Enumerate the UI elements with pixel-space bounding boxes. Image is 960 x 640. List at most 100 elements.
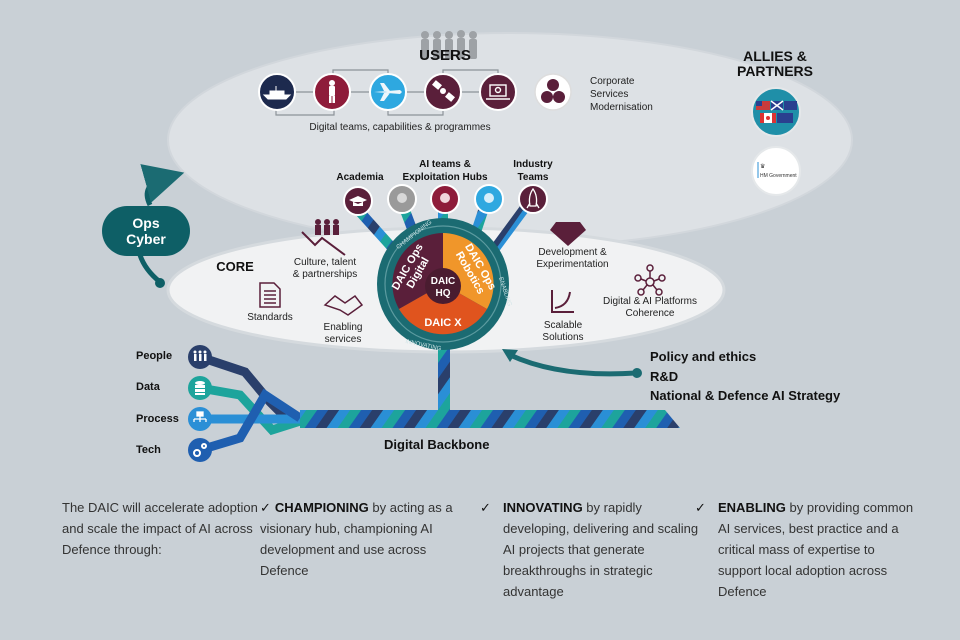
platforms-line-1: Digital & AI Platforms (603, 296, 697, 307)
backbone-label: Digital Backbone (384, 437, 490, 452)
policy-arrowhead-icon (502, 349, 518, 362)
spoke-label-academia: Academia (336, 172, 384, 183)
corporate-line-2: Services (590, 89, 629, 100)
spoke-label-industry: Industry Teams (503, 158, 563, 184)
document-icon (259, 282, 281, 308)
check-icon: ✓ (260, 500, 271, 515)
hub-label-daic-x: DAIC X (424, 317, 462, 329)
users-caption: Digital teams, capabilities & programmes (309, 122, 491, 133)
spoke-ai-team-grey[interactable] (387, 184, 417, 214)
user-icon-space[interactable] (424, 73, 462, 111)
network-hub-icon (634, 264, 666, 296)
graduation-cap-icon (349, 196, 367, 206)
brain-icon (484, 193, 494, 203)
core-title: CORE (216, 259, 254, 274)
policy-list: Policy and ethics R&D National & Defence… (650, 347, 840, 406)
brain-icon (440, 193, 450, 203)
scalable-line-2: Solutions (542, 332, 584, 343)
policy-arrow (508, 352, 637, 377)
hub-trunk (438, 345, 450, 415)
allies-title: ALLIES & PARTNERS (725, 49, 825, 79)
input-label-process: Process (136, 413, 179, 425)
air-jet-icon (374, 83, 402, 101)
hub-segment-daic-x (399, 284, 487, 335)
core-item-enabling-services: Enabling services (313, 322, 373, 346)
ops-cyber-arrow-up (140, 164, 185, 207)
check-icon: ✓ (480, 500, 491, 515)
rocket-icon (526, 187, 540, 209)
people-icon-group (315, 219, 339, 235)
spoke-ai-team-blue[interactable] (474, 184, 504, 214)
ops-cyber-element[interactable] (102, 164, 190, 288)
hub-center-line-1: DAIC (430, 276, 456, 287)
user-icon-navy[interactable] (258, 73, 296, 111)
enabling-line-1: Enabling (323, 322, 363, 333)
allies-flags-badge[interactable] (751, 87, 801, 137)
gem-icon (550, 222, 586, 246)
daic-diagram: HM Government ♛ (102, 30, 853, 462)
development-line-1: Development & (538, 247, 607, 258)
ai-teams-line-1: AI teams & (419, 159, 471, 170)
input-flows (198, 352, 320, 455)
allied-flags-icon (756, 100, 797, 123)
pillar-text: by rapidly developing, delivering and sc… (503, 500, 699, 599)
navy-ship-icon (262, 86, 292, 100)
input-label-data: Data (136, 381, 160, 393)
corporate-services-label: Corporate Services Modernisation (590, 75, 680, 114)
platforms-line-2: Coherence (625, 308, 675, 319)
input-data[interactable] (188, 376, 212, 400)
users-title: USERS (419, 47, 471, 64)
culture-line-1: Culture, talent (293, 257, 357, 268)
check-icon: ✓ (695, 500, 706, 515)
user-icon-army[interactable] (313, 73, 351, 111)
user-icon-corporate[interactable] (534, 73, 572, 111)
input-people[interactable] (188, 345, 212, 369)
ops-cyber-arrow-down (137, 254, 162, 284)
pillar-keyword: INNOVATING (503, 500, 583, 515)
pillar-text: by acting as a visionary hub, championin… (260, 500, 453, 578)
policy-line-rd: R&D (650, 368, 679, 384)
input-tech[interactable] (188, 438, 212, 462)
growth-chart-icon (551, 290, 574, 313)
spoke-academia[interactable] (343, 186, 373, 216)
people-growth-icon (301, 231, 346, 256)
corporate-line-3: Modernisation (590, 102, 653, 113)
gears-icon (193, 443, 207, 457)
industry-line-2: Teams (517, 172, 549, 183)
users-silhouette-icon (421, 30, 477, 59)
hub-center-line-2: HQ (435, 288, 451, 299)
allies-title-line-2: PARTNERS (737, 63, 813, 79)
spoke-ai-team-red[interactable] (430, 184, 460, 214)
core-item-development: Development & Experimentation (525, 247, 620, 271)
industry-line-1: Industry (513, 159, 553, 170)
input-label-tech: Tech (136, 444, 161, 456)
core-icons (259, 219, 666, 316)
spoke-industry[interactable] (518, 184, 548, 214)
ops-cyber-label[interactable]: Ops Cyber (108, 215, 184, 247)
user-icon-cyber[interactable] (479, 73, 517, 111)
people-icon (193, 350, 207, 361)
core-item-standards: Standards (247, 312, 293, 323)
user-icon-air[interactable] (369, 73, 407, 111)
ops-cyber-line-1: Ops (132, 215, 160, 231)
pillar-keyword: ENABLING (718, 500, 786, 515)
space-satellite-icon (432, 80, 455, 102)
pillar-enabling: ✓ENABLING by providing common AI service… (695, 497, 918, 602)
summary-intro: The DAIC will accelerate adoption and sc… (62, 500, 258, 557)
spoke-label-ai-teams: AI teams & Exploitation Hubs (395, 158, 495, 184)
input-process[interactable] (188, 407, 212, 431)
allies-title-line-1: ALLIES & (743, 48, 807, 64)
daic-hub[interactable]: CHAMPIONING ENABLING INNOVATING (377, 218, 512, 352)
ai-teams-line-2: Exploitation Hubs (402, 172, 488, 183)
cyber-laptop-icon (486, 84, 510, 100)
policy-line-strategy: National & Defence AI Strategy (650, 388, 841, 403)
scalable-line-1: Scalable (543, 320, 583, 331)
core-item-culture: Culture, talent & partnerships (280, 257, 370, 281)
development-line-2: Experimentation (536, 259, 609, 270)
pillar-innovating: ✓ INNOVATING by rapidly developing, deliv… (480, 497, 703, 602)
hm-government-badge[interactable]: HM Government ♛ (751, 146, 801, 196)
policy-arrow-dot (632, 368, 642, 378)
database-icon (195, 381, 205, 395)
handshake-icon (323, 294, 364, 316)
brain-icon (397, 193, 407, 203)
